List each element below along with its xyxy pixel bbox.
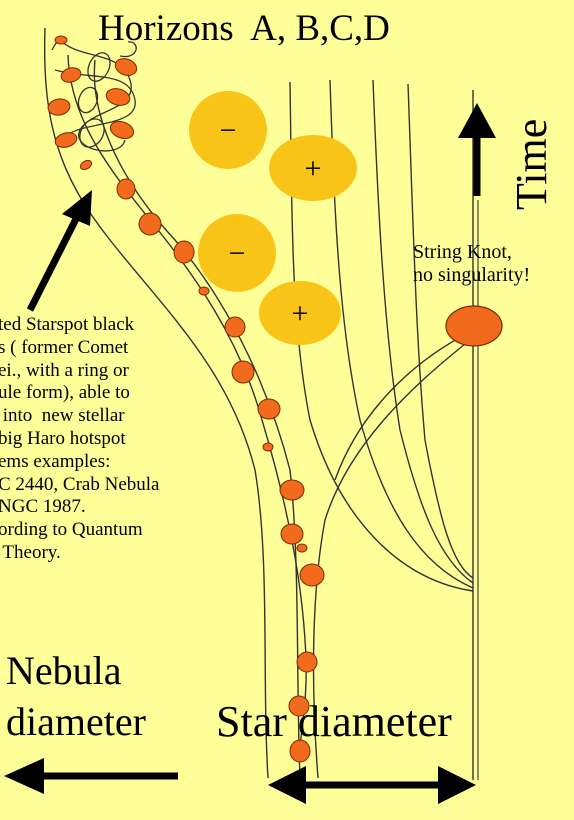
starspot — [47, 98, 71, 116]
star-diameter-arrow — [268, 766, 476, 804]
starspot — [114, 58, 138, 76]
charge-sign: + — [292, 297, 309, 330]
starspot-chain — [47, 35, 325, 763]
starspot — [224, 316, 246, 338]
star-diameter-label: Star diameter — [216, 697, 452, 746]
starspot — [105, 88, 131, 106]
charge-sign: + — [305, 152, 322, 185]
string-knot-strands — [312, 331, 471, 779]
starspot — [296, 543, 308, 553]
string-knot-label: String Knot, no singularity! — [413, 241, 531, 287]
minus-charge-top: − — [189, 91, 267, 169]
starspot — [280, 523, 304, 545]
starspot — [262, 442, 274, 452]
charge-sign: − — [220, 114, 237, 147]
starspot — [173, 240, 195, 264]
starspot — [116, 178, 136, 200]
starspot — [109, 120, 135, 140]
starspot-description: ted Starspot black s ( former Comet ei.,… — [0, 314, 160, 563]
funnel-outer-left — [43, 27, 269, 779]
charge-sign: − — [229, 237, 246, 270]
starspot — [279, 479, 305, 501]
nebula-diameter-label: Nebula diameter — [6, 648, 146, 744]
starspot — [231, 360, 255, 384]
string-knot — [445, 305, 503, 347]
charge-circles: − + − + — [189, 91, 357, 345]
starspot — [289, 739, 311, 763]
pointer-arrow — [26, 190, 92, 312]
nebula-diameter-arrow — [4, 758, 178, 794]
starspot — [257, 398, 281, 420]
horizon-line-d — [407, 83, 474, 579]
starspot — [138, 212, 162, 236]
starspot — [54, 132, 78, 148]
knot-cluster — [51, 36, 137, 152]
starspot — [198, 286, 210, 296]
starspot — [288, 695, 310, 717]
time-arrow — [458, 103, 496, 196]
starspot — [299, 563, 325, 587]
plus-charge-bottom: + — [259, 281, 341, 345]
starspot — [296, 651, 318, 673]
diagram-title: Horizons A, B,C,D — [98, 8, 390, 49]
time-label: Time — [507, 118, 556, 210]
minus-charge-bottom: − — [198, 214, 276, 292]
starspot — [60, 67, 82, 83]
starspot — [54, 35, 68, 45]
plus-charge-top: + — [269, 135, 357, 201]
funnel-inner-left — [93, 59, 301, 779]
starspot — [79, 159, 93, 171]
